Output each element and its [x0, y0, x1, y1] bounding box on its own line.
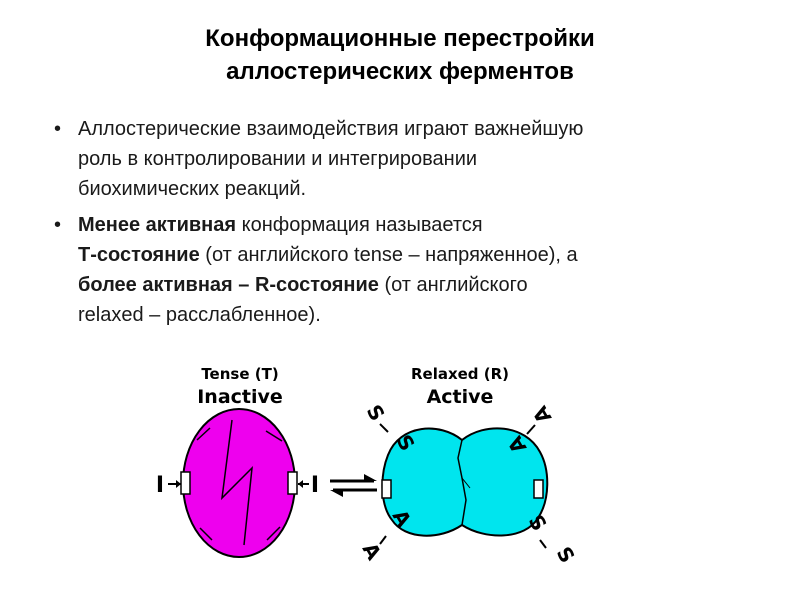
- bullet-2-text-3: (от английского: [378, 274, 528, 296]
- bullet-1-line-1: Аллостерические взаимодействия играют ва…: [78, 118, 584, 140]
- equilibrium-arrows-icon: [330, 474, 377, 497]
- bullet-2-line-3: более активная – R-состояние (от английс…: [78, 270, 774, 300]
- relaxed-enzyme-shape: [381, 427, 549, 537]
- bullet-2-text-1: конформация называется: [236, 214, 483, 236]
- bullet-2-line-1: Менее активная конформация называется: [78, 210, 774, 240]
- activator-letter-tr-2: A: [503, 432, 532, 458]
- substrate-bottom-right: S S: [524, 511, 580, 567]
- bullet-2-text-2: (от английского tense – напряженное), а: [199, 244, 578, 266]
- substrate-letter-br-2: S: [552, 543, 580, 567]
- activator-letter-bl-2: A: [358, 539, 387, 565]
- tense-enzyme-shape: [180, 408, 298, 558]
- activator-letter-tr-1: A: [528, 402, 557, 428]
- bullet-allosteric-interactions: Аллостерические взаимодействия играют ва…: [54, 114, 774, 204]
- bullet-t-and-r-states: Менее активная конформация называется Т-…: [54, 210, 774, 330]
- activator-top-right: A A: [503, 402, 557, 458]
- r-state-term: более активная – R-состояние: [78, 274, 379, 296]
- bullet-list: Аллостерические взаимодействия играют ва…: [54, 114, 774, 336]
- bullet-1-line-3: биохимических реакций.: [78, 178, 307, 200]
- activator-letter-bl-1: A: [388, 506, 417, 532]
- substrate-letter-tl-1: S: [362, 401, 390, 425]
- inhibitor-left: I: [156, 473, 181, 498]
- slide-title: Конформационные перестройки аллостеричес…: [0, 22, 800, 88]
- less-active-term: Менее активная: [78, 214, 237, 236]
- title-line-2: аллостерических ферментов: [226, 58, 574, 85]
- t-state-term: Т-состояние: [78, 244, 200, 266]
- relaxed-label: Relaxed (R): [411, 365, 509, 383]
- substrate-letter-tl-2: S: [392, 431, 420, 455]
- substrate-top-left: S S: [362, 401, 420, 455]
- relaxed-state-label: Active: [427, 386, 494, 408]
- bullet-2-line-2: Т-состояние (от английского tense – напр…: [78, 240, 774, 270]
- title-line-1: Конформационные перестройки: [205, 25, 595, 52]
- inhibitor-letter-left: I: [156, 473, 164, 498]
- inhibitor-right: I: [298, 473, 319, 498]
- inhibitor-letter-right: I: [311, 473, 319, 498]
- tense-label: Tense (T): [201, 365, 278, 383]
- substrate-letter-br-1: S: [524, 511, 552, 535]
- bullet-1-line-2: роль в контролировании и интегрировании: [78, 148, 478, 170]
- tense-state-label: Inactive: [197, 386, 283, 408]
- bullet-2-line-4: relaxed – расслабленное).: [78, 304, 321, 326]
- activator-bottom-left: A A: [358, 506, 417, 565]
